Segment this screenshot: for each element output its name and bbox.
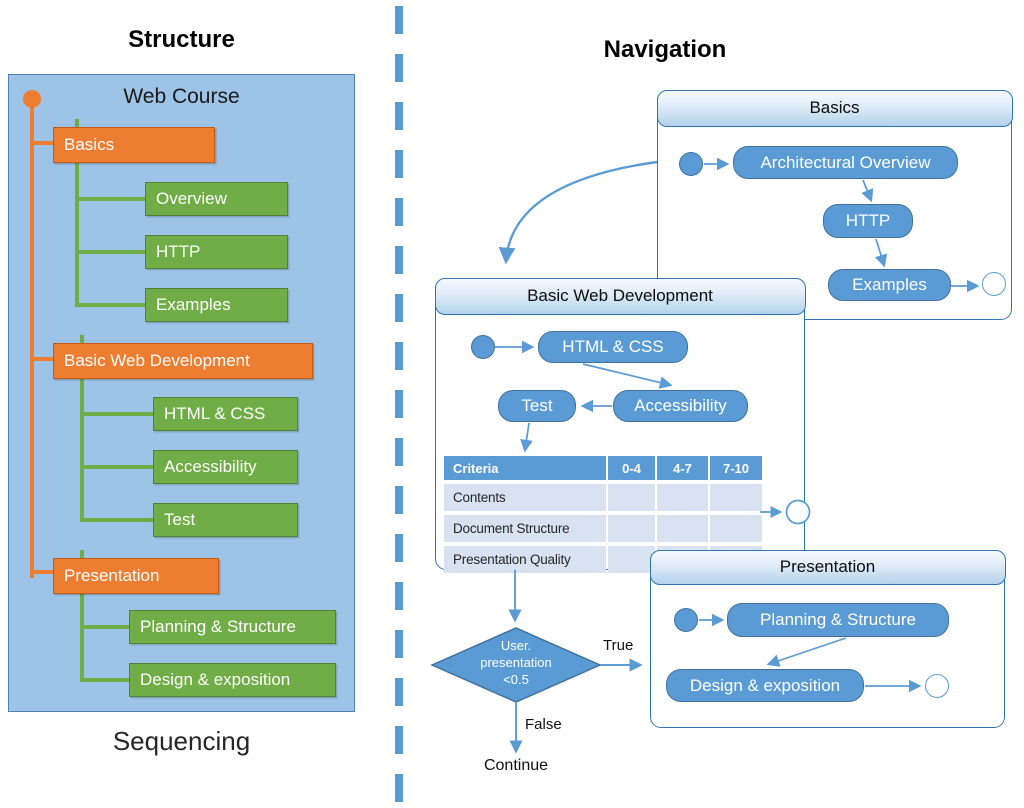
- table-header-4-7: 4-7: [657, 456, 708, 480]
- table-header-0-4: 0-4: [608, 456, 655, 480]
- table-row-label: Presentation Quality: [444, 546, 606, 573]
- final-state-icon: [925, 674, 949, 698]
- table-cell-empty: [657, 515, 708, 542]
- tree-node-examples: Examples: [145, 288, 288, 322]
- connector-line: [30, 357, 54, 361]
- decision-line: <0.5: [503, 672, 529, 688]
- connector-line: [80, 518, 153, 522]
- tree-node-test: Test: [153, 503, 298, 537]
- arrow-basics-to-bwd: [498, 160, 658, 265]
- tree-node-http: HTTP: [145, 235, 288, 269]
- structure-panel: Web Course Basics Overview HTTP Examples…: [8, 74, 355, 712]
- connector-line: [30, 141, 54, 145]
- connector-line: [30, 99, 34, 578]
- table-header-7-10: 7-10: [710, 456, 762, 480]
- decision-line: User.: [500, 638, 532, 653]
- connector-line: [30, 570, 54, 574]
- connector-line: [80, 335, 84, 519]
- tree-node-html-css: HTML & CSS: [153, 397, 298, 431]
- connector-line: [75, 250, 145, 254]
- state-examples: Examples: [828, 269, 951, 301]
- table-cell-empty: [608, 546, 655, 573]
- state-html-css: HTML & CSS: [538, 331, 688, 363]
- initial-state-icon: [679, 152, 703, 176]
- connector-line: [80, 465, 153, 469]
- connector-line: [75, 303, 145, 307]
- divider-dashed-line: [395, 6, 403, 802]
- continue-label: Continue: [483, 757, 549, 774]
- tree-node-basic-web-development: Basic Web Development: [53, 343, 313, 379]
- table-row-label: Contents: [444, 484, 606, 511]
- final-state-icon: [982, 272, 1006, 296]
- initial-state-icon: [674, 608, 698, 632]
- connector-line: [80, 678, 129, 682]
- table-cell-empty: [710, 484, 762, 511]
- panel-presentation: Presentation Planning & Structure Design…: [649, 549, 1006, 728]
- connector-line: [80, 625, 129, 629]
- true-label: True: [603, 637, 634, 654]
- decision-label: User. presentation <0.5: [444, 637, 588, 688]
- state-accessibility: Accessibility: [613, 390, 748, 422]
- web-course-label: Web Course: [123, 85, 240, 108]
- panel-basic-web-development: Basic Web Development HTML & CSS Accessi…: [434, 277, 806, 573]
- table-row-label: Document Structure: [444, 515, 606, 542]
- table-cell-empty: [657, 484, 708, 511]
- initial-state-icon: [471, 335, 495, 359]
- tree-node-design-exposition: Design & exposition: [129, 663, 336, 697]
- connector-line: [80, 550, 84, 680]
- panel-bwd-header: Basic Web Development: [434, 277, 806, 315]
- tree-node-accessibility: Accessibility: [153, 450, 298, 484]
- connector-line: [75, 119, 79, 305]
- table-cell-empty: [608, 484, 655, 511]
- tree-node-overview: Overview: [145, 182, 288, 216]
- connector-line: [80, 412, 153, 416]
- state-architectural-overview: Architectural Overview: [733, 146, 958, 179]
- tree-node-basics: Basics: [53, 127, 215, 163]
- sequencing-caption: Sequencing: [112, 726, 251, 756]
- tree-node-presentation: Presentation: [53, 558, 219, 594]
- table-cell-empty: [608, 515, 655, 542]
- panel-presentation-header: Presentation: [649, 549, 1006, 585]
- panel-basics-header: Basics: [656, 89, 1013, 127]
- state-test: Test: [498, 390, 576, 422]
- navigation-title: Navigation: [603, 36, 727, 63]
- false-label: False: [525, 716, 562, 733]
- state-planning-structure: Planning & Structure: [727, 603, 949, 637]
- state-design-exposition: Design & exposition: [666, 669, 864, 702]
- connector-line: [75, 197, 145, 201]
- tree-node-planning-structure: Planning & Structure: [129, 610, 336, 644]
- table-header-criteria: Criteria: [444, 456, 606, 480]
- structure-title: Structure: [128, 26, 235, 53]
- decision-line: presentation: [480, 655, 552, 671]
- tree-root-node-icon: [23, 90, 41, 108]
- panel-basics: Basics Architectural Overview HTTP Examp…: [656, 89, 1013, 320]
- table-cell-empty: [710, 515, 762, 542]
- state-http: HTTP: [823, 204, 913, 238]
